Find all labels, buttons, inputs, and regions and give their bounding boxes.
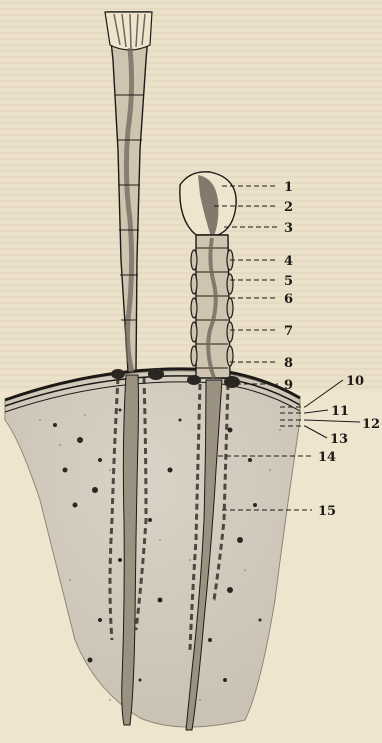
left-hair-nodule-left bbox=[111, 369, 125, 379]
right-hair-nodule-left bbox=[187, 375, 201, 385]
label-4: 4 bbox=[284, 254, 293, 269]
label-11: 11 bbox=[331, 404, 349, 419]
left-hair-nodule-right bbox=[148, 368, 164, 380]
label-10: 10 bbox=[346, 374, 364, 389]
label-3: 3 bbox=[284, 221, 293, 236]
label-5: 5 bbox=[284, 274, 293, 289]
label-12: 12 bbox=[362, 417, 380, 432]
label-6: 6 bbox=[284, 292, 293, 307]
label-9: 9 bbox=[284, 378, 293, 393]
label-13: 13 bbox=[330, 432, 348, 447]
right-hair-nodule-right bbox=[224, 376, 240, 388]
label-7: 7 bbox=[284, 324, 293, 339]
label-1: 1 bbox=[284, 180, 293, 195]
label-14: 14 bbox=[318, 450, 336, 465]
right-hair-shaft bbox=[196, 235, 230, 378]
label-8: 8 bbox=[284, 356, 293, 371]
label-2: 2 bbox=[284, 200, 293, 215]
label-15: 15 bbox=[318, 504, 336, 519]
